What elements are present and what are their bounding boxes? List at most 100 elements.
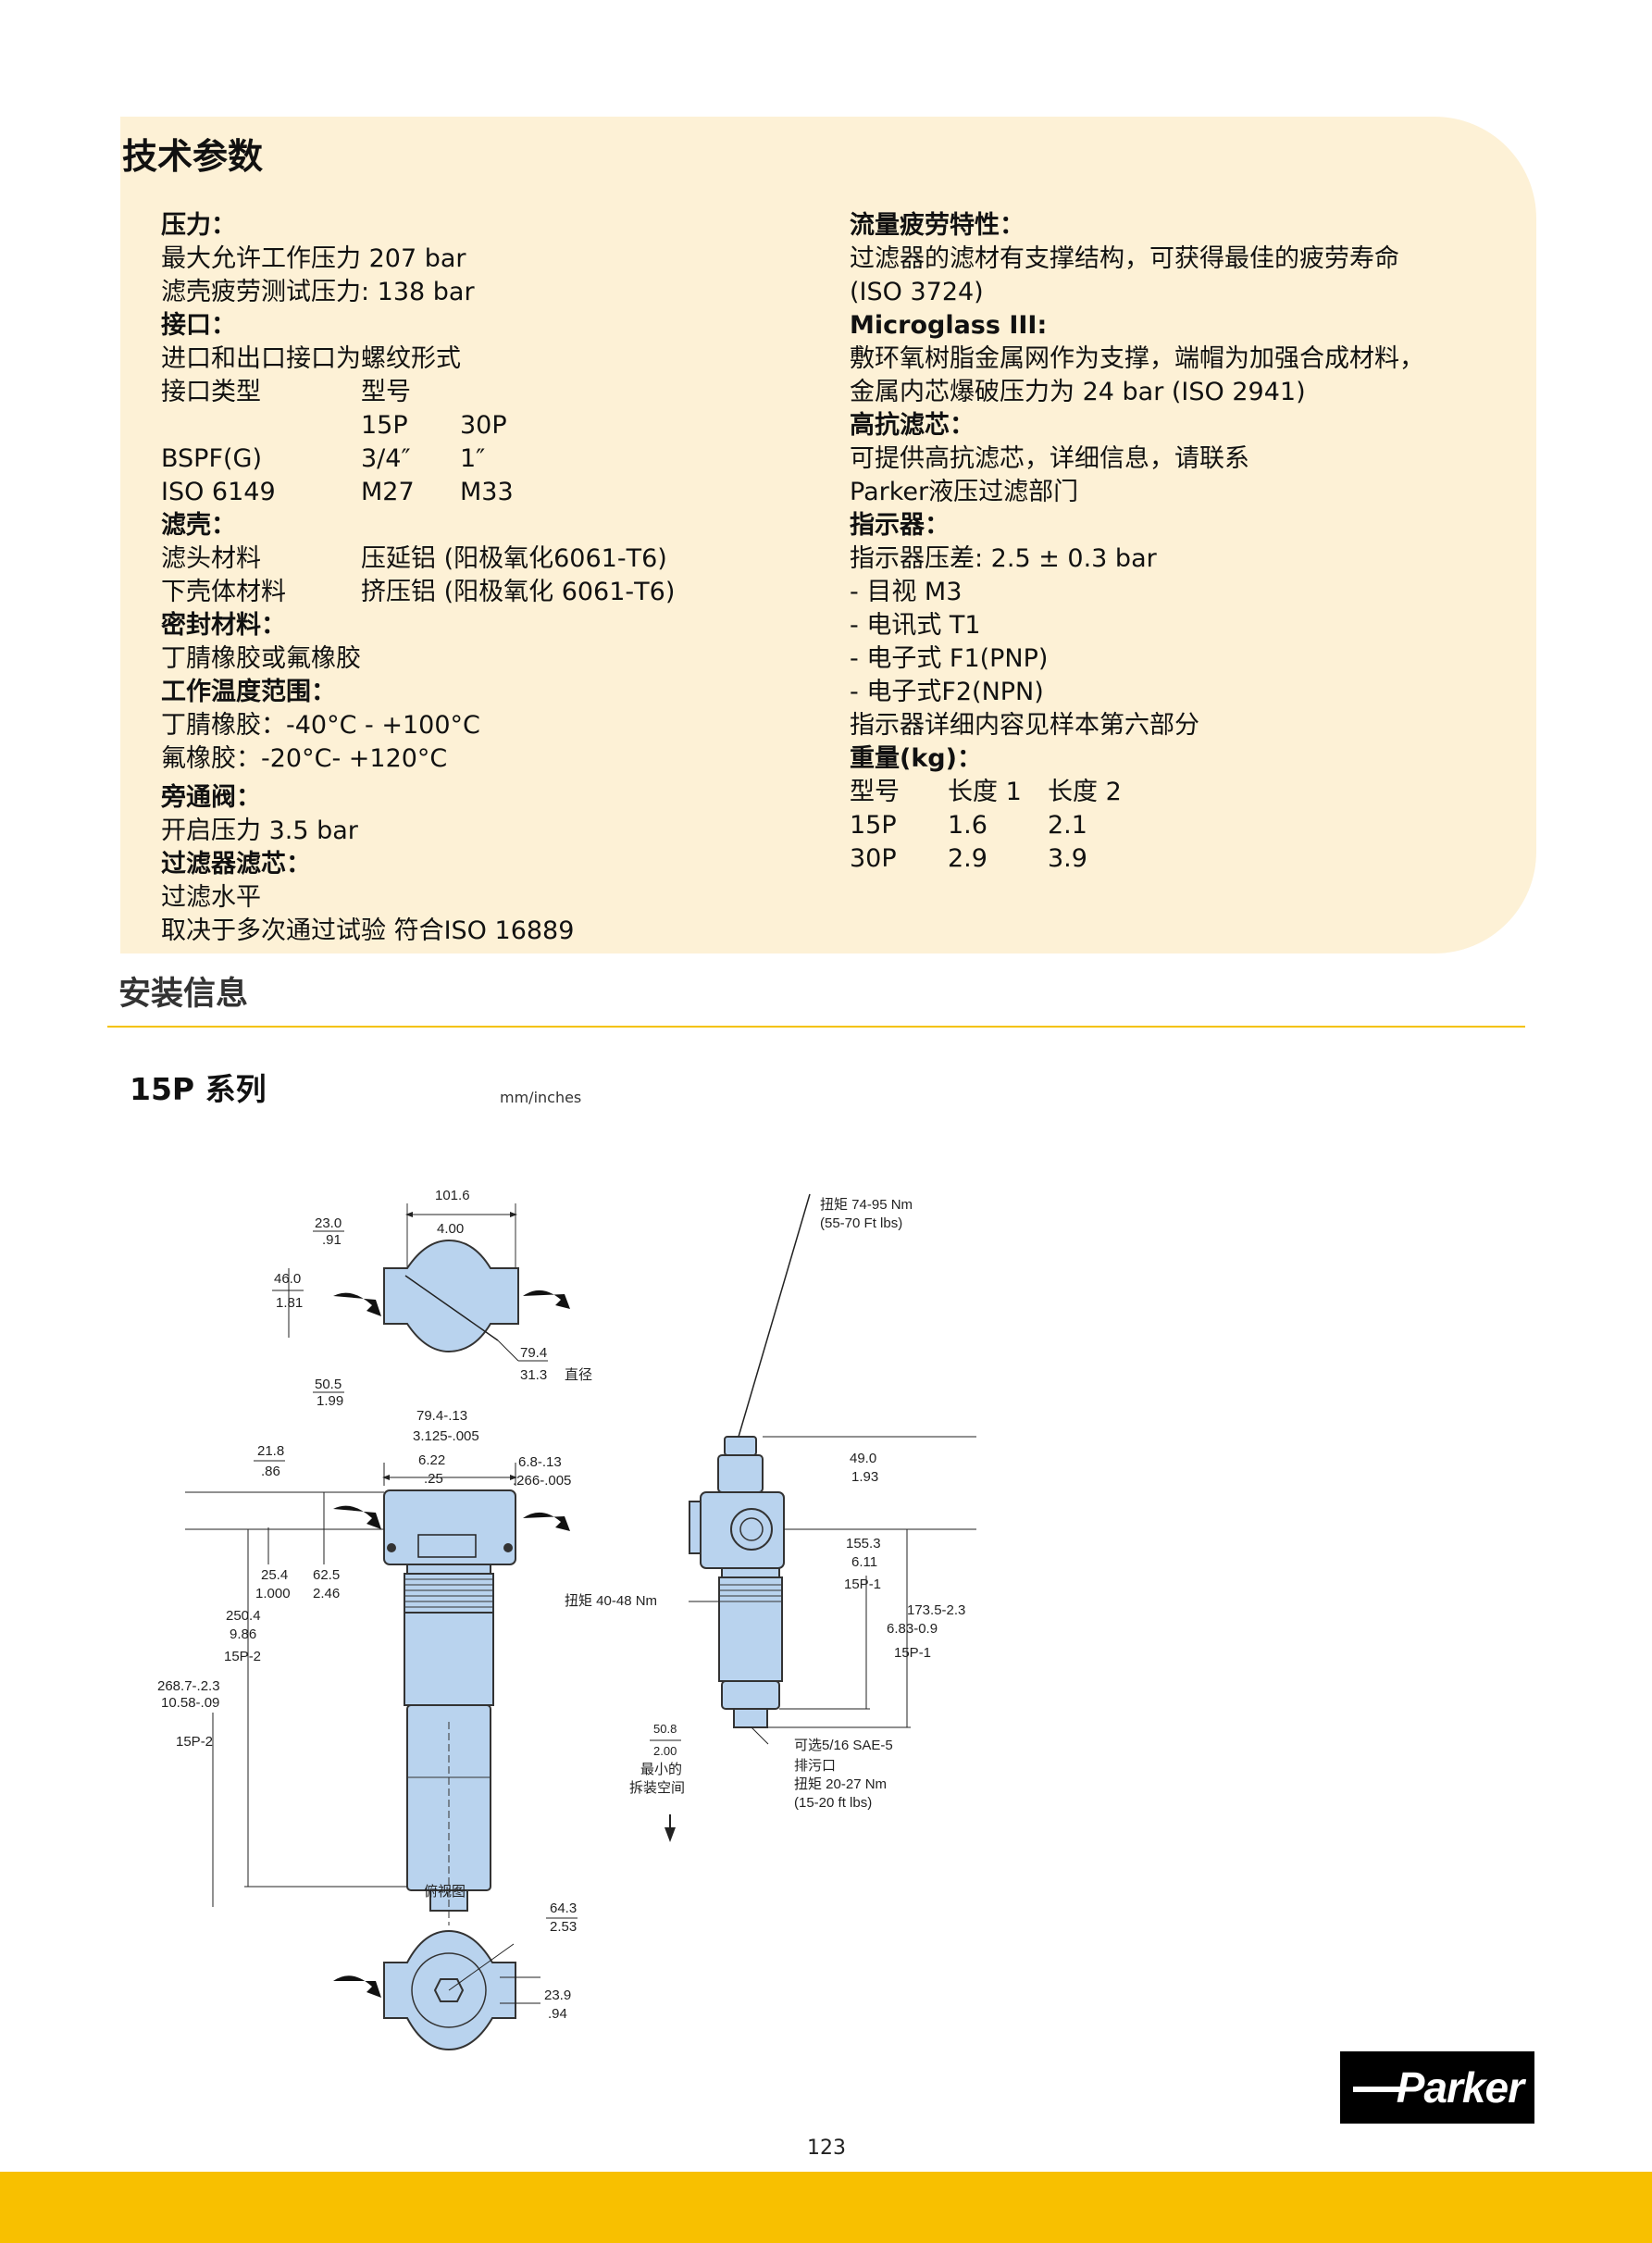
dim-label: 排污口: [794, 1758, 836, 1774]
spec-title: 技术参数: [122, 136, 264, 177]
dim-label: 155.3: [846, 1536, 881, 1551]
microglass-line: 敷环氧树脂金属网作为支撑，端帽为加强合成材料，: [850, 344, 1424, 373]
dim-label: 15P-2: [224, 1649, 261, 1664]
spec-panel: [120, 117, 1536, 953]
element-heading: 过滤器滤芯：: [161, 850, 311, 879]
temp-line: 氟橡胶：-20°C- +120°C: [161, 744, 448, 773]
dim-label: 64.3: [550, 1900, 577, 1916]
dim-label: 173.5-2.3: [907, 1602, 965, 1618]
dim-label: 23.9: [544, 1988, 571, 2003]
dim-label: .266-.005: [513, 1473, 571, 1489]
dim-label: 15P-1: [844, 1576, 881, 1592]
flow-arrow-icon: [333, 1505, 381, 1529]
dim-label: 49.0: [850, 1451, 876, 1466]
fatigue-line: 过滤器的滤材有支撑结构，可获得最佳的疲劳寿命: [850, 244, 1399, 273]
section-divider: [107, 1026, 1525, 1028]
dim-label: .25: [424, 1471, 443, 1487]
dim-label: 101.6: [435, 1188, 470, 1203]
seals-heading: 密封材料：: [161, 611, 286, 640]
fatigue-heading: 流量疲劳特性：: [850, 211, 1025, 240]
dim-label: 268.7-.2.3: [157, 1678, 220, 1694]
high-collapse-line: 可提供高抗滤芯，详细信息，请联系: [850, 444, 1249, 473]
top-view-label: 俯视图: [424, 1884, 466, 1900]
dim-label: (55-70 Ft lbs): [820, 1215, 902, 1231]
bypass-heading: 旁通阀：: [161, 783, 261, 812]
install-title: 安装信息: [118, 976, 249, 1013]
dim-label: 9.86: [230, 1626, 256, 1642]
element-line: 过滤水平: [161, 883, 261, 912]
microglass-line: 金属内芯爆破压力为 24 bar (ISO 2941): [850, 378, 1306, 406]
dim-label: 2.46: [313, 1586, 340, 1601]
ports-row: 接口类型型号: [161, 378, 411, 406]
flow-arrow-icon: [333, 1975, 381, 1998]
dim-label: 23.0: [315, 1215, 342, 1231]
dim-label: 2.00: [653, 1744, 677, 1758]
dim-label: 1.81: [276, 1295, 303, 1311]
fatigue-line: (ISO 3724): [850, 278, 984, 306]
high-collapse-heading: 高抗滤芯：: [850, 411, 975, 440]
indicator-line: - 电子式 F1(PNP): [850, 644, 1049, 673]
dim-label: 250.4: [226, 1608, 261, 1624]
dim-label: 1.99: [317, 1393, 343, 1409]
dim-label: 扭矩 40-48 Nm: [565, 1593, 657, 1609]
dim-label: 50.8: [653, 1722, 677, 1736]
housing-row: 下壳体材料挤压铝 (阳极氧化 6061-T6): [161, 578, 676, 606]
indicator-line: - 目视 M3: [850, 578, 963, 606]
dim-label: 15P-1: [894, 1645, 931, 1661]
dim-label: 50.5: [315, 1377, 342, 1392]
dim-label: 6.22: [418, 1452, 445, 1468]
dim-label: 可选5/16 SAE-5: [794, 1738, 893, 1753]
dim-label: 21.8: [257, 1443, 284, 1459]
footer-band: [0, 2172, 1652, 2243]
dim-label: 15P-2: [176, 1734, 213, 1750]
units-label: mm/inches: [500, 1089, 582, 1106]
dim-label: 1.000: [255, 1586, 291, 1601]
filter-front-elevation: [689, 1436, 785, 1728]
dim-label: 4.00: [437, 1221, 464, 1237]
dim-label: 25.4: [261, 1567, 288, 1583]
pressure-line: 最大允许工作压力 207 bar: [161, 244, 466, 273]
dim-label: (15-20 ft lbs): [794, 1795, 872, 1811]
dim-label: 31.3: [520, 1367, 547, 1383]
head-top-view: [383, 1239, 519, 1353]
flow-arrow-icon: [333, 1292, 381, 1316]
dim-label: 拆装空间: [629, 1780, 685, 1796]
flow-arrow-icon: [523, 1290, 570, 1309]
indicator-line: 指示器详细内容见样本第六部分: [850, 711, 1199, 740]
series-title: 15P 系列: [130, 1071, 267, 1107]
spec-right-column: 流量疲劳特性： 过滤器的滤材有支撑结构，可获得最佳的疲劳寿命 (ISO 3724…: [850, 209, 1497, 876]
temp-line: 丁腈橡胶：-40°C - +100°C: [161, 711, 480, 740]
plan-view: [383, 1929, 516, 2051]
housing-row: 滤头材料压延铝 (阳极氧化6061-T6): [161, 544, 667, 573]
dim-label: .94: [548, 2006, 567, 2022]
installation-drawing: 101.6 4.00 23.0 .91 46.0 1.81 79.4 31.3 …: [157, 1188, 976, 2051]
diameter-line: [404, 1275, 499, 1341]
dim-label: 1.93: [851, 1469, 878, 1485]
flow-arrow-icon: [523, 1512, 570, 1531]
pressure-heading: 压力：: [161, 211, 236, 240]
indicator-line: - 电讯式 T1: [850, 611, 981, 640]
dim-label: 2.53: [550, 1919, 577, 1935]
high-collapse-line: Parker液压过滤部门: [850, 478, 1079, 506]
dim-label: 直径: [565, 1367, 592, 1383]
dim-label: 46.0: [274, 1271, 301, 1287]
dim-label: .91: [322, 1232, 342, 1248]
ports-desc: 进口和出口接口为螺纹形式: [161, 344, 461, 373]
indicator-heading: 指示器：: [850, 511, 950, 540]
pressure-line: 滤壳疲劳测试压力: 138 bar: [161, 278, 475, 306]
dim-label: 62.5: [313, 1567, 340, 1583]
spec-left-column: 压力： 最大允许工作压力 207 bar 滤壳疲劳测试压力: 138 bar 接…: [161, 209, 809, 948]
indicator-line: 指示器压差: 2.5 ± 0.3 bar: [850, 544, 1157, 573]
dim-label: 6.83-0.9: [887, 1621, 938, 1637]
dim-label: 最小的: [640, 1762, 682, 1777]
dim-label: 79.4-.13: [416, 1408, 467, 1424]
dim-label: 3.125-.005: [413, 1428, 479, 1444]
ports-heading: 接口：: [161, 311, 236, 340]
dim-label: 79.4: [520, 1345, 547, 1361]
temp-heading: 工作温度范围：: [161, 678, 336, 706]
dim-label: 10.58-.09: [161, 1695, 219, 1711]
filter-side-elevation: [383, 1489, 516, 1912]
